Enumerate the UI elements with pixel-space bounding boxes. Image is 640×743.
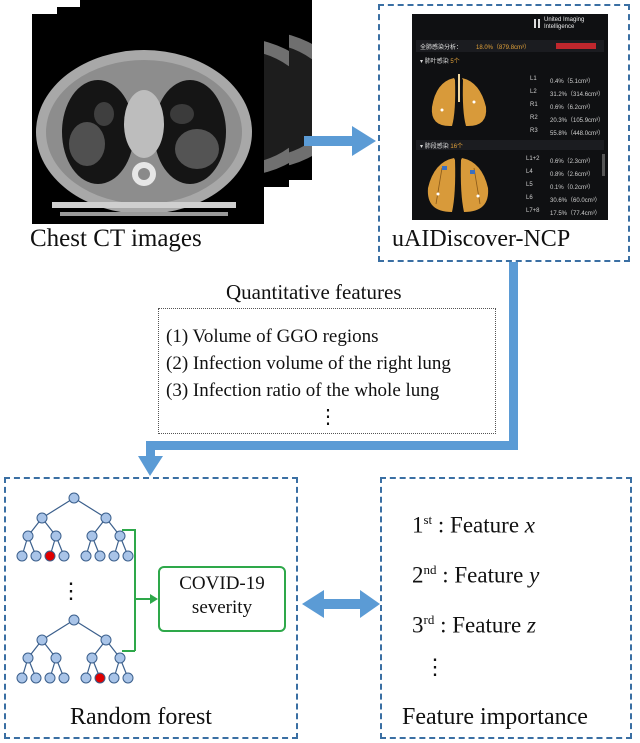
rank-item: 2nd : Feature y [412,562,540,588]
lobe-value: 20.3%（105.9cm³） [550,118,605,124]
lobe-value: 0.4%（5.1cm³） [550,79,595,85]
lobe-count: 5个 [450,59,460,65]
feature-item: (1) Volume of GGO regions [166,326,379,347]
software-screenshot: United Imaging Intelligence 全肺感染分析： 18.0… [412,14,608,220]
tree-aggregation-connector [122,529,158,652]
importance-ellipsis: ⋮ [424,654,446,679]
feature-importance-box [380,477,632,739]
severity-label: severity [191,597,253,618]
brand-line1: United Imaging [544,17,585,23]
covid-label: COVID-19 [179,573,265,594]
feature-item: (2) Infection volume of the right lung [166,353,451,374]
lung-lobe-illustration [431,74,487,127]
segment-value: 0.1%（0.2cm³） [550,185,595,191]
lung-segment-illustration [427,158,489,212]
features-list: (1) Volume of GGO regions (2) Infection … [166,323,451,404]
feature-item: (3) Infection ratio of the whole lung [166,380,440,401]
scrollbar[interactable] [602,154,605,176]
lobe-name: R2 [530,115,538,121]
brand-logo-icon [534,19,540,28]
expand-icon[interactable]: ▾ [420,59,425,65]
segment-name: L7+8 [526,208,540,214]
seg-count: 16个 [450,144,464,150]
features-ellipsis: ⋮ [318,406,338,428]
random-forest-box [4,477,298,739]
forest-caption: Random forest [70,704,212,730]
segment-name: L6 [526,195,533,201]
ct-slice-front [32,14,264,224]
summary-row: 全肺感染分析： 18.0%（879.8cm³） [416,40,604,52]
summary-label: 全肺感染分析： [420,45,463,51]
decision-tree-bottom [16,614,134,684]
software-box [378,4,630,262]
summary-value: 18.0%（879.8cm³） [476,45,531,51]
segment-name: L4 [526,169,533,175]
lobe-value: 55.8%（448.0cm³） [550,131,605,137]
features-box [158,308,496,434]
features-title: Quantitative features [226,280,402,304]
software-caption: uAIDiscover-NCP [392,226,571,252]
lobe-name: L1 [530,76,537,82]
double-arrow-icon [302,590,380,618]
lobe-value: 0.6%（6.2cm³） [550,105,595,111]
severity-bar [556,43,596,49]
segment-name: L5 [526,182,533,188]
lobe-name: L2 [530,89,537,95]
rank-item: 3rd : Feature z [412,612,536,638]
arrow-right-icon [304,126,376,156]
lobe-value: 31.2%（314.6cm³） [550,92,605,98]
ct-caption: Chest CT images [30,225,202,252]
lobe-name: R3 [530,128,538,134]
covid-severity-box [158,566,286,632]
segment-value: 17.5%（77.4cm³） [550,211,601,217]
rank-item: 1st : Feature x [412,512,535,538]
segment-name: L1+2 [526,156,540,162]
ct-scan-image [32,14,264,224]
forest-ellipsis: ⋮ [60,578,82,603]
lobe-name: R1 [530,102,538,108]
segment-value: 0.6%（2.3cm³） [550,159,595,165]
decision-tree-top [16,492,134,562]
lobe-header: 肺叶感染 [424,59,449,65]
importance-caption: Feature importance [402,704,588,730]
segment-value: 30.6%（60.0cm³） [550,198,601,204]
segment-value: 0.8%（2.6cm³） [550,172,595,178]
expand-icon[interactable]: ▾ [420,144,425,150]
seg-header: 肺段感染 [424,144,449,150]
brand-line2: Intelligence [544,24,575,30]
